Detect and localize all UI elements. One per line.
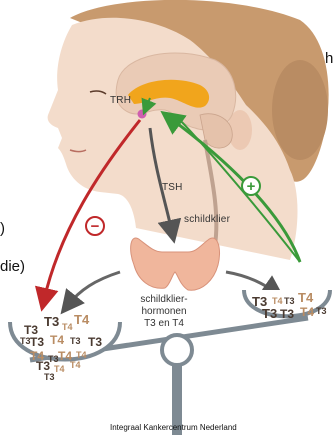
right-bowl-hormone-6: T4 [300, 305, 314, 319]
right-bowl-hormone-3: T4 [298, 290, 314, 305]
right-bowl-hormone-7: T3 [316, 306, 327, 316]
positive-sign: + [247, 178, 256, 195]
right-bowl-hormone-4: T3 [262, 306, 277, 321]
left-bowl-hormone-4: T3 [20, 336, 31, 346]
left-bowl-hormone-1: T3 [44, 314, 59, 329]
credit: Integraal Kankercentrum Nederland [110, 423, 237, 432]
left-fragment-3: die) [0, 258, 25, 275]
left-bowl-hormone-14: T4 [54, 364, 65, 374]
left-bowl-hormone-6: T4 [50, 333, 64, 347]
arrow-to-right-bowl [226, 272, 275, 292]
left-fragment-2: ) [0, 220, 5, 237]
schildklier-label: schildklier [184, 214, 230, 225]
pituitary [138, 110, 147, 119]
tsh-label: TSH [162, 182, 183, 193]
right-bowl-hormone-1: T4 [272, 296, 283, 306]
right-bowl-hormone-5: T3 [280, 307, 294, 321]
left-bowl-hormone-16: T3 [44, 372, 55, 382]
hair-bun [272, 60, 328, 160]
schildklier-hormonen-line-1: schildklier- [118, 294, 210, 306]
right-bowl-hormone-2: T3 [284, 296, 295, 306]
left-fragment-1: h [325, 50, 333, 67]
left-bowl-hormone-8: T3 [88, 335, 102, 349]
left-bowl-hormone-13: T3 [36, 359, 50, 373]
left-bowl-hormone-2: T4 [62, 322, 73, 332]
trh-label: TRH [110, 95, 131, 106]
left-bowl-hormone-15: T4 [70, 360, 81, 370]
schildklier-hormonen-line-3: T3 en T4 [118, 318, 210, 330]
left-bowl-hormone-5: T3 [30, 335, 44, 349]
left-bowl-hormone-12: T4 [76, 350, 87, 360]
thyroid-gland [131, 238, 220, 290]
scale-pivot [162, 335, 192, 365]
arrow-to-left-bowl [68, 272, 120, 305]
negative-sign: − [91, 218, 100, 235]
schildklier-hormonen-label: schildklier- hormonen T3 en T4 [118, 294, 210, 330]
schildklier-hormonen-line-2: hormonen [118, 306, 210, 318]
left-bowl-hormone-3: T4 [74, 312, 90, 327]
left-bowl-hormone-7: T3 [70, 336, 81, 346]
